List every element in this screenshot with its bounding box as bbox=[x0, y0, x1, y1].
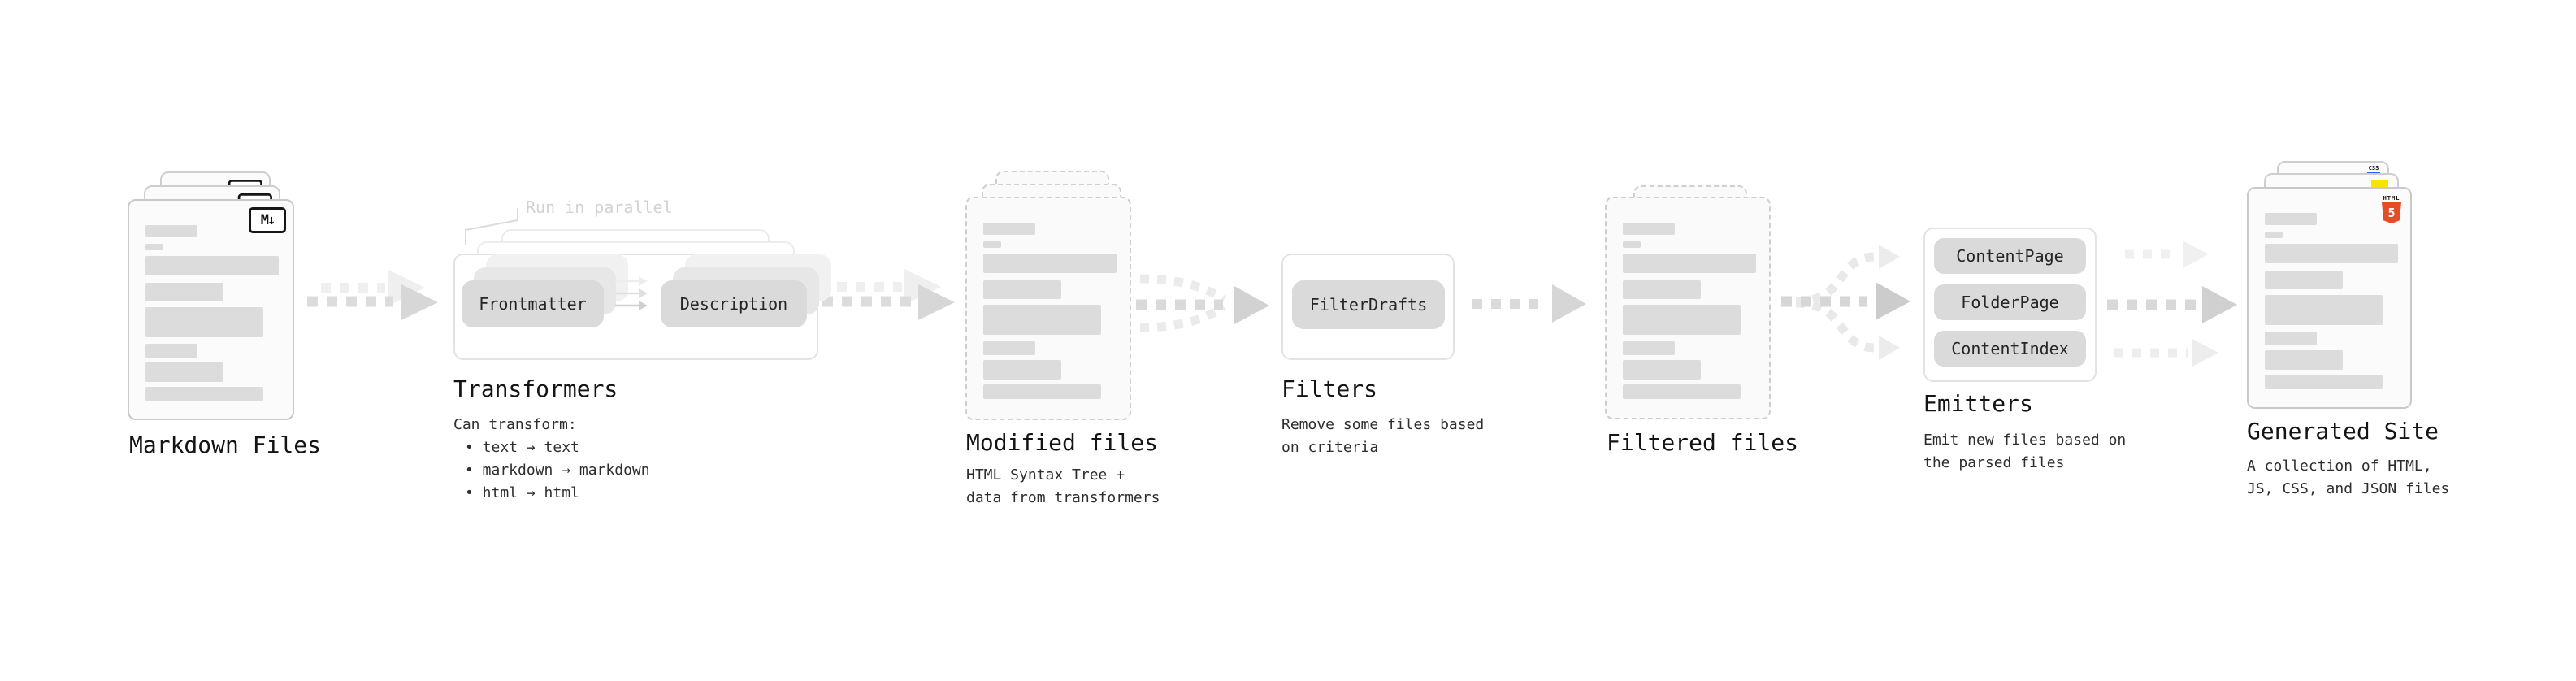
text-line-placeholder bbox=[1623, 254, 1756, 273]
text-line-placeholder bbox=[1623, 341, 1675, 355]
html5-logo-shield: 5 bbox=[2382, 202, 2401, 223]
text-line-placeholder bbox=[145, 256, 279, 275]
text-line-placeholder bbox=[2265, 271, 2343, 289]
filtered-file-card-front bbox=[1605, 197, 1771, 419]
description-chip: Description bbox=[661, 280, 807, 327]
filters-box: FilterDrafts bbox=[1281, 254, 1455, 360]
transformers-bullet: • markdown → markdown bbox=[465, 462, 650, 479]
css-file-icon-text: CSS bbox=[2368, 165, 2379, 171]
text-line-placeholder bbox=[1623, 360, 1701, 380]
html-file-card: HTML 5 bbox=[2247, 187, 2412, 409]
arrow-markdown-to-transformers bbox=[307, 270, 438, 320]
filters-description: Remove some files based on criteria bbox=[1281, 414, 1484, 459]
text-line-placeholder bbox=[983, 305, 1101, 335]
text-line-placeholder bbox=[145, 362, 223, 382]
emitters-desc-line: Emit new files based on bbox=[1923, 432, 2127, 449]
generated-site-label: Generated Site bbox=[2247, 418, 2439, 445]
emitters-label: Emitters bbox=[1923, 390, 2033, 417]
text-line-placeholder bbox=[145, 387, 263, 401]
transformers-description: Can transform: • text → text • markdown … bbox=[453, 414, 650, 505]
markdown-file-card-front: M↓ bbox=[128, 199, 294, 420]
js-file-icon bbox=[2371, 180, 2388, 189]
transformers-bullet: • html → html bbox=[465, 484, 579, 501]
contentpage-chip: ContentPage bbox=[1934, 238, 2086, 274]
filters-desc-line: Remove some files based bbox=[1281, 416, 1485, 433]
modified-files-desc-line: HTML Syntax Tree + bbox=[966, 466, 1125, 484]
text-line-placeholder bbox=[145, 344, 197, 358]
transformers-bullet: • text → text bbox=[465, 439, 579, 456]
arrow-modified-to-filters bbox=[1136, 274, 1269, 332]
text-line-placeholder bbox=[2265, 350, 2343, 370]
text-line-placeholder bbox=[983, 341, 1035, 355]
transformers-label: Transformers bbox=[453, 375, 618, 402]
arrow-emitters-to-generated bbox=[2107, 241, 2237, 367]
markdown-icon: M↓ bbox=[249, 207, 286, 233]
run-in-parallel-note: Run in parallel bbox=[526, 197, 673, 217]
text-line-placeholder bbox=[983, 280, 1061, 299]
generated-site-desc-line: JS, CSS, and JSON files bbox=[2247, 480, 2450, 497]
emitters-description: Emit new files based on the parsed files bbox=[1923, 429, 2126, 475]
markdown-files-label: Markdown Files bbox=[129, 432, 322, 458]
text-line-placeholder bbox=[2265, 375, 2383, 389]
generated-site-description: A collection of HTML, JS, CSS, and JSON … bbox=[2247, 455, 2449, 501]
text-line-placeholder bbox=[2265, 295, 2383, 325]
text-line-placeholder bbox=[145, 244, 163, 250]
modified-files-desc-line: data from transformers bbox=[966, 489, 1160, 506]
transformers-group: Frontmatter Description bbox=[453, 229, 831, 360]
generated-site-stack: CSS HTML 5 bbox=[2247, 161, 2413, 409]
arrow-transformers-to-modified bbox=[822, 269, 955, 320]
text-line-placeholder bbox=[1623, 384, 1741, 399]
modified-files-label: Modified files bbox=[966, 429, 1159, 456]
text-line-placeholder bbox=[983, 241, 1001, 248]
filters-label: Filters bbox=[1281, 375, 1378, 402]
filters-desc-line: on criteria bbox=[1281, 439, 1379, 456]
emitters-desc-line: the parsed files bbox=[1923, 454, 2065, 471]
modified-files-stack bbox=[965, 171, 1131, 420]
text-line-placeholder bbox=[1623, 241, 1641, 248]
html5-logo-icon: HTML 5 bbox=[2381, 195, 2402, 223]
text-line-placeholder bbox=[1623, 280, 1701, 299]
arrow-filters-to-filtered bbox=[1472, 284, 1586, 323]
filtered-files-label: Filtered files bbox=[1607, 429, 1799, 456]
text-line-placeholder bbox=[983, 254, 1117, 273]
text-line-placeholder bbox=[1623, 223, 1675, 235]
text-line-placeholder bbox=[2265, 244, 2398, 263]
html5-logo-text: HTML bbox=[2383, 195, 2400, 202]
contentindex-chip: ContentIndex bbox=[1934, 331, 2086, 367]
arrow-filtered-to-emitters bbox=[1781, 245, 1910, 360]
folderpage-chip: FolderPage bbox=[1934, 284, 2086, 320]
text-line-placeholder bbox=[145, 225, 197, 237]
filtered-files-stack bbox=[1605, 185, 1771, 419]
generated-site-desc-line: A collection of HTML, bbox=[2247, 458, 2432, 475]
text-line-placeholder bbox=[983, 223, 1035, 235]
emitters-box: ContentPage FolderPage ContentIndex bbox=[1923, 228, 2097, 382]
text-line-placeholder bbox=[145, 283, 223, 301]
transformers-desc-title: Can transform: bbox=[453, 416, 577, 433]
text-line-placeholder bbox=[2265, 213, 2317, 225]
text-line-placeholder bbox=[1623, 305, 1741, 335]
frontmatter-chip: Frontmatter bbox=[462, 280, 604, 327]
text-line-placeholder bbox=[2265, 232, 2283, 238]
html5-logo-number: 5 bbox=[2387, 206, 2396, 220]
markdown-files-stack: M↓ M↓ M↓ bbox=[128, 171, 294, 420]
text-line-placeholder bbox=[983, 360, 1061, 380]
modified-file-card-front bbox=[965, 197, 1131, 420]
text-line-placeholder bbox=[983, 384, 1101, 399]
text-line-placeholder bbox=[2265, 332, 2317, 345]
filterdrafts-chip: FilterDrafts bbox=[1292, 280, 1445, 329]
text-line-placeholder bbox=[145, 307, 263, 337]
modified-files-description: HTML Syntax Tree + data from transformer… bbox=[966, 464, 1160, 510]
